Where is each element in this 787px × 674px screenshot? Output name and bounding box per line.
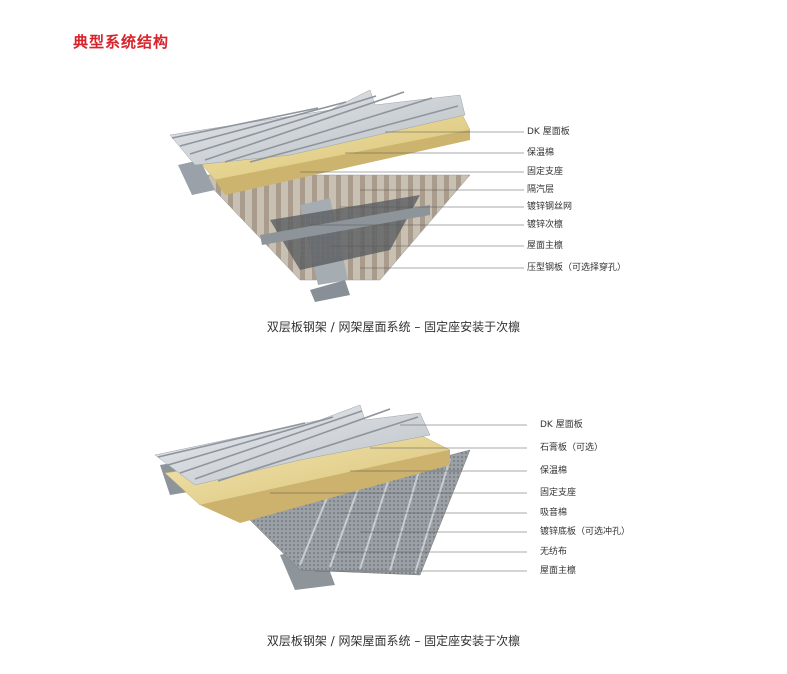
caption-diagram-2: 双层板钢架 / 网架屋面系统 – 固定座安装于次檩	[266, 634, 521, 648]
label-wire-mesh: 镀锌钢丝网	[527, 202, 573, 212]
label-nonwoven: 无纺布	[540, 547, 568, 557]
label-gypsum-board: 石膏板（可选）	[540, 443, 604, 453]
page-title: 典型系统结构	[73, 33, 170, 51]
roof-illustration-1	[169, 89, 524, 302]
label-fixed-bracket: 固定支座	[527, 167, 564, 177]
label-dk-roof-panel: DK 屋面板	[540, 420, 583, 430]
label-galvanized-base: 镀锌底板（可选冲孔）	[540, 527, 631, 537]
caption-diagram-1: 双层板钢架 / 网架屋面系统 – 固定座安装于次檩	[266, 320, 521, 334]
label-acoustic-wool: 吸音棉	[540, 508, 568, 518]
roof-illustration-2	[154, 404, 527, 590]
label-secondary-purlin: 镀锌次檩	[527, 220, 564, 230]
label-vapor-barrier: 隔汽层	[527, 185, 555, 195]
label-insulation: 保温棉	[540, 466, 568, 476]
label-profiled-steel: 压型钢板（可选择穿孔）	[527, 263, 627, 273]
roof-diagram-2: DK 屋面板 石膏板（可选） 保温棉 固定支座 吸音棉 镀锌底板（可选冲孔） 无…	[0, 395, 787, 595]
label-dk-roof-panel: DK 屋面板	[527, 127, 570, 137]
label-main-purlin: 屋面主檩	[540, 566, 577, 576]
label-insulation: 保温棉	[527, 148, 555, 158]
roof-diagram-1: DK 屋面板 保温棉 固定支座 隔汽层 镀锌钢丝网 镀锌次檩 屋面主檩 压型钢板…	[0, 80, 787, 310]
label-main-purlin: 屋面主檩	[527, 241, 564, 251]
label-fixed-bracket: 固定支座	[540, 488, 577, 498]
